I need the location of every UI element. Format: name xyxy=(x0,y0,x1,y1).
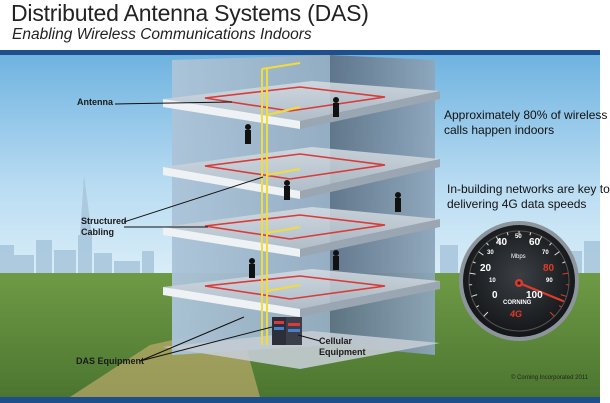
dial-tick xyxy=(476,305,480,308)
dial-tick xyxy=(529,232,532,236)
dial-tick xyxy=(495,236,500,243)
floor-slabs xyxy=(163,81,440,369)
indoor-calls-callout-1: Approximately 80% of wireless xyxy=(444,108,608,122)
speedometer-ticks xyxy=(469,231,569,317)
tick-label-60-text: 60 xyxy=(529,237,541,248)
tick-label-10-text: 10 xyxy=(489,278,496,284)
dial-tick xyxy=(471,294,478,297)
speedometer-gauge: 0 20 40 60 80 100 10 30 50 70 90 Mbps CO… xyxy=(458,220,580,342)
copyright-notice: © Corning Incorporated 2011 xyxy=(511,375,589,381)
office-tower xyxy=(163,55,440,369)
dial-tick xyxy=(560,294,567,297)
dial-tick xyxy=(562,261,566,264)
leader-lines xyxy=(114,101,321,362)
tick-label-90-text: 90 xyxy=(546,278,553,284)
dial-tick xyxy=(549,242,552,246)
speedometer-dial xyxy=(459,221,579,341)
tick-label-30-text: 30 xyxy=(487,250,494,256)
dial-tick xyxy=(554,251,560,256)
tick-label-70-text: 70 xyxy=(542,250,549,256)
dial-tick xyxy=(562,272,569,275)
footer-rule xyxy=(0,397,600,403)
structured-cabling-label-2: Cabling xyxy=(81,227,114,237)
dial-tick xyxy=(478,251,484,256)
dial-tick xyxy=(483,311,489,317)
speedometer-brand: CORNING xyxy=(503,300,532,306)
people xyxy=(245,97,401,278)
speedometer-badge: 4G xyxy=(510,309,523,319)
speedometer-needle xyxy=(517,281,565,303)
das-equipment-label: DAS Equipment xyxy=(76,356,145,366)
in-building-callout-2: delivering 4G data speeds xyxy=(447,197,587,211)
antenna-label: Antenna xyxy=(77,97,113,107)
page-title: Distributed Antenna Systems (DAS) xyxy=(11,0,369,26)
tick-label-100-text: 100 xyxy=(526,290,543,301)
dial-tick xyxy=(469,272,476,275)
indoor-calls-callout-2: calls happen indoors xyxy=(444,123,555,137)
cellular-equipment-label-1: Cellular xyxy=(319,336,353,346)
das-equipment-rack xyxy=(272,317,302,345)
tick-label-40-text: 40 xyxy=(496,237,508,248)
tick-label-0-text: 0 xyxy=(492,290,498,301)
dial-tick xyxy=(558,305,562,308)
structured-cabling-label-1: Structured xyxy=(81,216,127,226)
tick-label-20-text: 20 xyxy=(480,263,492,274)
dial-tick xyxy=(472,261,476,264)
dial-tick xyxy=(549,311,555,317)
speedometer-unit: Mbps xyxy=(511,254,526,260)
in-building-callout-1: In-building networks are key to xyxy=(447,182,610,196)
tick-label-80-text: 80 xyxy=(543,263,555,274)
header-rule xyxy=(0,50,600,55)
page-subtitle: Enabling Wireless Communications Indoors xyxy=(12,26,312,43)
dial-tick xyxy=(506,232,509,236)
building-illustration xyxy=(0,55,600,397)
tick-label-50-text: 50 xyxy=(515,234,522,240)
cellular-equipment-label-2: Equipment xyxy=(319,347,366,357)
dial-tick xyxy=(486,242,489,246)
cabling-yellow xyxy=(261,62,301,345)
dial-tick xyxy=(538,236,543,243)
